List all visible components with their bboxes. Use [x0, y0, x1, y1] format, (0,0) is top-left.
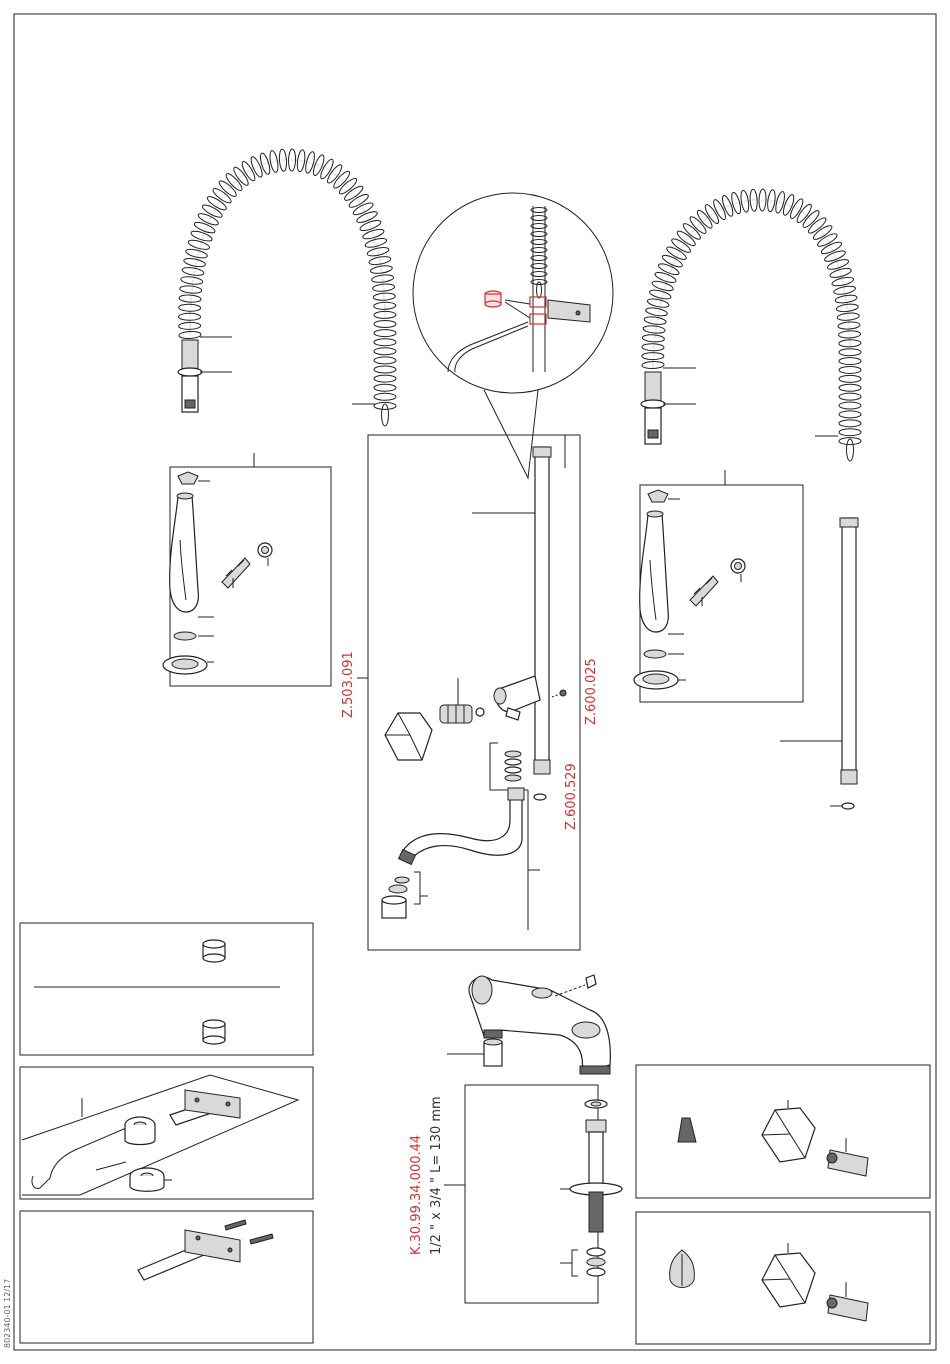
spring-coil-right — [642, 189, 861, 461]
part-number-grub-screw: Z.600.025 — [584, 658, 599, 725]
spring-coil-turn — [643, 325, 666, 334]
riser-kit-box: Z.503.091 Z.600.025 Z.600.529 — [341, 435, 599, 950]
riser-pipe-right — [780, 518, 858, 809]
spray-head-box-left — [163, 453, 331, 686]
document-code: 802340-01 12/17 — [3, 1279, 12, 1348]
sleeve-options-box — [20, 923, 313, 1055]
handle-set-box-upper — [636, 1065, 930, 1198]
spring-coil-turn — [654, 270, 677, 284]
spring-coil-turn — [197, 211, 220, 227]
hook-bracket-box — [20, 1067, 313, 1199]
spring-coil-left — [179, 149, 396, 426]
handle-set-box-lower — [636, 1212, 930, 1344]
spring-coil-turn — [179, 304, 201, 312]
extension-spec: 1/2 " x 3/4 " L= 130 mm — [429, 1096, 444, 1255]
spring-coil-turn — [179, 285, 202, 294]
deck-body — [447, 975, 610, 1074]
wall-bracket-box — [20, 1211, 313, 1343]
part-number-extension: K.30.99.34.000.44 — [409, 1135, 424, 1255]
spray-head-box-right — [634, 470, 803, 702]
part-number-spout-washer: Z.600.529 — [564, 763, 579, 830]
part-number-riser-kit: Z.503.091 — [341, 651, 356, 718]
extension-box: K.30.99.34.000.44 1/2 " x 3/4 " L= 130 m… — [409, 1085, 622, 1303]
spring-coil-turn — [642, 343, 664, 351]
spring-coil-turn — [642, 334, 664, 342]
spring-coil-turn — [645, 307, 668, 318]
spring-coil-turn — [182, 266, 205, 276]
spring-hose-assembly-right — [641, 189, 861, 461]
spring-coil-turn — [179, 294, 201, 302]
spring-coil-turn — [644, 316, 667, 326]
spring-coil-turn — [642, 353, 664, 360]
spring-coil-turn — [183, 257, 206, 268]
spring-coil-turn — [180, 276, 203, 286]
spring-hose-assembly-left — [178, 149, 396, 426]
